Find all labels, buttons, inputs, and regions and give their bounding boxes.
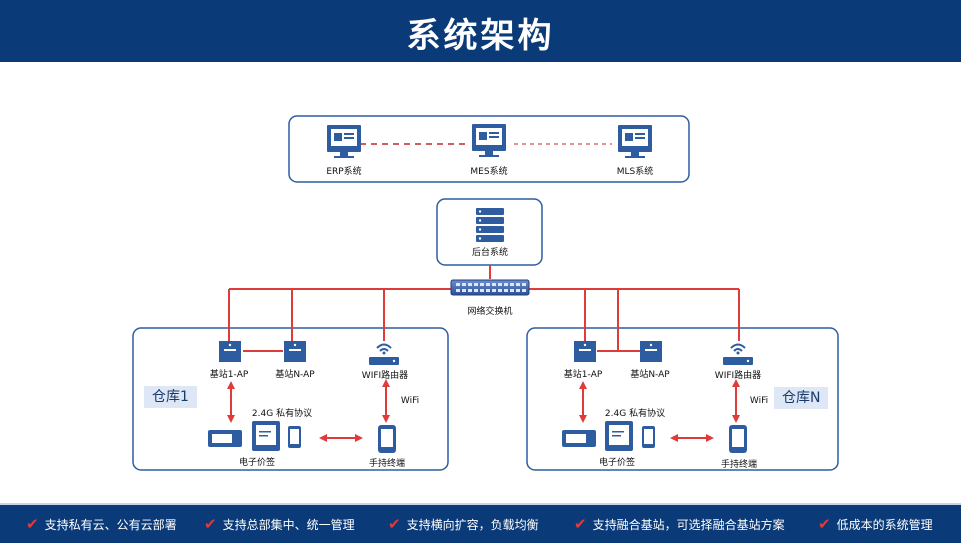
page-title: 系统架构 (406, 16, 555, 56)
handheld-terminal-icon-wn (729, 425, 747, 453)
footer-feature-1: ✔ 支持私有云、公有云部署 (26, 514, 177, 534)
check-icon: ✔ (388, 515, 401, 533)
erp-monitor-icon (327, 125, 361, 158)
w1-esl-label: 电子价签 (238, 458, 275, 468)
footer-feature-text: 支持总部集中、统一管理 (222, 518, 355, 532)
warehouse-n-box (526, 327, 839, 471)
check-icon: ✔ (818, 515, 831, 533)
mes-label: MES系统 (470, 167, 508, 177)
w1-apn-label: 基站N-AP (275, 370, 315, 380)
wifi-router-icon-w1 (369, 343, 399, 365)
wn-handheld-label: 手持终端 (720, 460, 757, 470)
check-icon: ✔ (574, 515, 587, 533)
mls-monitor-icon (618, 125, 652, 158)
footer-feature-text: 支持横向扩容，负载均衡 (406, 518, 539, 532)
handheld-terminal-icon-w1 (378, 425, 396, 453)
wn-ap1-label: 基站1-AP (563, 370, 603, 380)
base-station-1-icon-wn (574, 341, 596, 362)
mls-label: MLS系统 (616, 167, 654, 177)
header-bar: 系统架构 (0, 0, 961, 62)
footer-feature-text: 支持融合基站，可选择融合基站方案 (592, 518, 785, 532)
wn-router-label: WIFI路由器 (714, 371, 762, 381)
mes-monitor-icon (472, 124, 506, 157)
wn-protocol-label: 2.4G 私有协议 (604, 409, 666, 419)
w1-ap1-label: 基站1-AP (209, 370, 249, 380)
check-icon: ✔ (26, 515, 39, 533)
erp-label: ERP系统 (326, 167, 362, 177)
wn-apn-label: 基站N-AP (630, 370, 670, 380)
base-station-n-icon-wn (640, 341, 662, 362)
base-station-1-icon-w1 (219, 341, 241, 362)
network-switch-icon (450, 279, 530, 296)
warehouse-n-tag: 仓库N (774, 387, 829, 409)
backend-label: 后台系统 (471, 248, 508, 258)
switch-label: 网络交换机 (467, 307, 513, 317)
footer-feature-2: ✔ 支持总部集中、统一管理 (204, 514, 355, 534)
w1-protocol-label: 2.4G 私有协议 (251, 409, 313, 419)
footer-feature-5: ✔ 低成本的系统管理 (818, 514, 933, 534)
footer-feature-3: ✔ 支持横向扩容，负载均衡 (388, 514, 539, 534)
footer-bar: ✔ 支持私有云、公有云部署 ✔ 支持总部集中、统一管理 ✔ 支持横向扩容，负载均衡 ✔… (0, 503, 961, 543)
footer-feature-text: 低成本的系统管理 (836, 518, 933, 532)
wn-esl-label: 电子价签 (598, 458, 635, 468)
wifi-router-icon-wn (723, 343, 753, 365)
base-station-n-icon-w1 (284, 341, 306, 362)
w1-wifi-label: WiFi (400, 396, 420, 406)
server-icon (476, 208, 504, 242)
esl-tags-icon-w1 (208, 421, 301, 451)
wn-wifi-label: WiFi (749, 396, 769, 406)
w1-router-label: WIFI路由器 (361, 371, 409, 381)
footer-feature-text: 支持私有云、公有云部署 (44, 518, 177, 532)
footer-feature-4: ✔ 支持融合基站，可选择融合基站方案 (574, 514, 785, 534)
esl-tags-icon-wn (562, 421, 655, 451)
warehouse-1-tag: 仓库1 (144, 386, 197, 408)
check-icon: ✔ (204, 515, 217, 533)
network-lines (228, 288, 740, 352)
w1-handheld-label: 手持终端 (368, 459, 405, 469)
